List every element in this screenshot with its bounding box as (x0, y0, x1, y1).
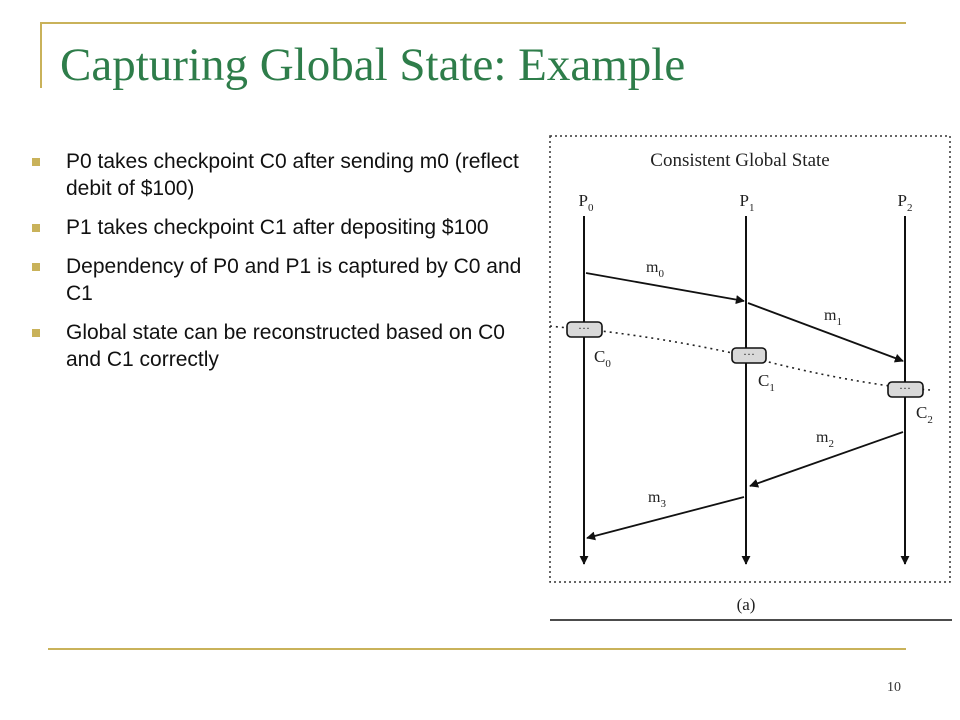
message-arrow-m2 (749, 431, 904, 488)
process-label-p2: P2 (898, 191, 913, 214)
process-label-p1-name: P (740, 191, 749, 210)
bullet-item: P0 takes checkpoint C0 after sending m0 … (30, 148, 535, 202)
bullet-list: P0 takes checkpoint C0 after sending m0 … (30, 148, 535, 385)
checkpoint-label-c1: C1 (758, 371, 775, 394)
message-arrow-m1 (747, 302, 904, 363)
frame-bottom-rule (48, 648, 906, 650)
bullet-text: Global state can be reconstructed based … (66, 321, 505, 371)
checkpoint-label-c0-sub: 0 (605, 358, 611, 370)
checkpoint-label-c0: C0 (594, 347, 611, 370)
diagram-heading: Consistent Global State (650, 150, 829, 171)
checkpoint-label-c1-sub: 1 (769, 382, 775, 394)
frame-left-rule (40, 22, 42, 88)
process-label-p1-sub: 1 (749, 202, 755, 214)
bullet-text: P0 takes checkpoint C0 after sending m0 … (66, 150, 519, 200)
message-label-m1-sub: 1 (836, 316, 842, 328)
checkpoint-c2 (887, 381, 924, 398)
process-label-p1: P1 (740, 191, 755, 214)
global-state-diagram: Consistent Global State P0 P1 P2 m0 m1 m… (549, 135, 952, 621)
bullet-text: Dependency of P0 and P1 is captured by C… (66, 255, 522, 305)
message-label-m0: m0 (646, 259, 664, 280)
checkpoint-c0 (566, 321, 603, 338)
message-label-m2-sub: 2 (828, 438, 834, 450)
process-label-p0-sub: 0 (588, 202, 594, 214)
checkpoint-label-c2: C2 (916, 403, 933, 426)
message-label-m2-name: m (816, 429, 829, 446)
bullet-text: P1 takes checkpoint C1 after depositing … (66, 216, 489, 239)
checkpoint-c1 (731, 347, 767, 364)
diagram-caption: (a) (737, 595, 756, 614)
checkpoint-label-c2-sub: 2 (927, 414, 933, 426)
checkpoint-label-c2-name: C (916, 403, 927, 422)
checkpoint-c1-dots: ··· (743, 347, 755, 361)
bullet-item: Global state can be reconstructed based … (30, 319, 535, 373)
message-arrow-m0 (585, 272, 745, 305)
bullet-square-icon (32, 158, 40, 166)
diagram-dotted-border (549, 135, 951, 583)
bullet-item: Dependency of P0 and P1 is captured by C… (30, 253, 535, 307)
message-arrow-m3 (586, 496, 745, 541)
message-label-m3: m3 (648, 489, 666, 510)
bullet-square-icon (32, 224, 40, 232)
message-label-m0-sub: 0 (658, 268, 664, 280)
message-label-m1: m1 (824, 307, 842, 328)
checkpoint-label-c0-name: C (594, 347, 605, 366)
message-label-m2: m2 (816, 429, 834, 450)
slide-title: Capturing Global State: Example (60, 39, 686, 91)
bullet-square-icon (32, 329, 40, 337)
process-label-p0-name: P (579, 191, 588, 210)
process-label-p2-sub: 2 (907, 202, 913, 214)
message-label-m1-name: m (824, 307, 837, 324)
process-label-p0: P0 (579, 191, 594, 214)
message-label-m3-name: m (648, 489, 661, 506)
process-label-p2-name: P (898, 191, 907, 210)
page-number: 10 (887, 680, 901, 695)
bullet-item: P1 takes checkpoint C1 after depositing … (30, 214, 535, 241)
message-label-m3-sub: 3 (660, 498, 666, 510)
checkpoint-label-c1-name: C (758, 371, 769, 390)
checkpoint-c2-dots: ··· (899, 381, 911, 395)
bullet-square-icon (32, 263, 40, 271)
frame-top-rule (40, 22, 906, 24)
checkpoint-c0-dots: ··· (578, 321, 590, 335)
message-label-m0-name: m (646, 259, 659, 276)
